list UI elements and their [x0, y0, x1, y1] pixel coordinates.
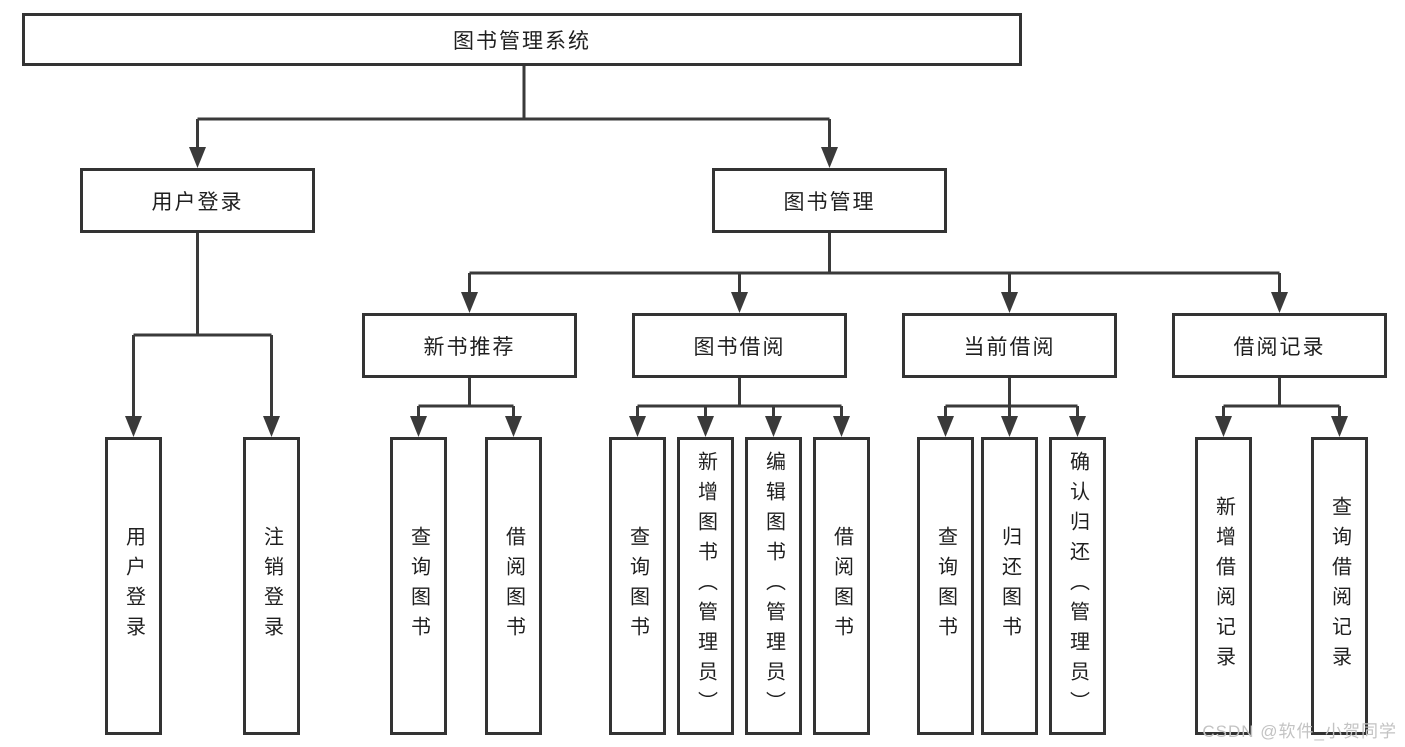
- leaf-confirm-return-admin-label: 确认归还（管理员）: [1066, 451, 1089, 721]
- leaf-user-login-label: 用户登录: [122, 526, 145, 646]
- leaf-add-books-admin-label: 新增图书（管理员）: [694, 451, 717, 721]
- leaf-query-books: 查询图书: [917, 437, 974, 735]
- leaf-edit-books-admin: 编辑图书（管理员）: [745, 437, 802, 735]
- csdn-watermark: CSDN @软件_小贺同学: [1202, 722, 1397, 741]
- node-root-label: 图书管理系统: [453, 29, 591, 53]
- leaf-query-borrow-record: 查询借阅记录: [1311, 437, 1368, 735]
- leaf-logout-label: 注销登录: [260, 526, 283, 646]
- leaf-query-books: 查询图书: [609, 437, 666, 735]
- leaf-return-books-label: 归还图书: [998, 526, 1021, 646]
- leaf-confirm-return-admin: 确认归还（管理员）: [1049, 437, 1106, 735]
- node-borrowing-records: 借阅记录: [1172, 313, 1387, 378]
- leaf-user-login: 用户登录: [105, 437, 162, 735]
- leaf-query-books: 查询图书: [390, 437, 447, 735]
- node-current-borrowing-label: 当前借阅: [963, 335, 1056, 359]
- leaf-add-books-admin: 新增图书（管理员）: [677, 437, 734, 735]
- leaf-query-books-label: 查询图书: [934, 526, 957, 646]
- node-user-login: 用户登录: [80, 168, 315, 233]
- node-borrowing-records-label: 借阅记录: [1233, 335, 1326, 359]
- node-new-book-recommend-label: 新书推荐: [423, 335, 516, 359]
- node-book-management-label: 图书管理: [783, 190, 876, 214]
- leaf-query-books-label: 查询图书: [407, 526, 430, 646]
- node-new-book-recommend: 新书推荐: [362, 313, 577, 378]
- leaf-return-books: 归还图书: [981, 437, 1038, 735]
- node-user-login-label: 用户登录: [151, 190, 244, 214]
- node-current-borrowing: 当前借阅: [902, 313, 1117, 378]
- leaf-add-borrow-record: 新增借阅记录: [1195, 437, 1252, 735]
- node-book-management: 图书管理: [712, 168, 947, 233]
- node-book-borrowing-label: 图书借阅: [693, 335, 786, 359]
- node-book-borrowing: 图书借阅: [632, 313, 847, 378]
- leaf-edit-books-admin-label: 编辑图书（管理员）: [762, 451, 785, 721]
- leaf-borrow-books: 借阅图书: [485, 437, 542, 735]
- leaf-query-borrow-record-label: 查询借阅记录: [1328, 496, 1351, 676]
- leaf-borrow-books: 借阅图书: [813, 437, 870, 735]
- leaf-borrow-books-label: 借阅图书: [830, 526, 853, 646]
- node-root-system: 图书管理系统: [22, 13, 1022, 66]
- leaf-logout: 注销登录: [243, 437, 300, 735]
- leaf-add-borrow-record-label: 新增借阅记录: [1212, 496, 1235, 676]
- leaf-borrow-books-label: 借阅图书: [502, 526, 525, 646]
- leaf-query-books-label: 查询图书: [626, 526, 649, 646]
